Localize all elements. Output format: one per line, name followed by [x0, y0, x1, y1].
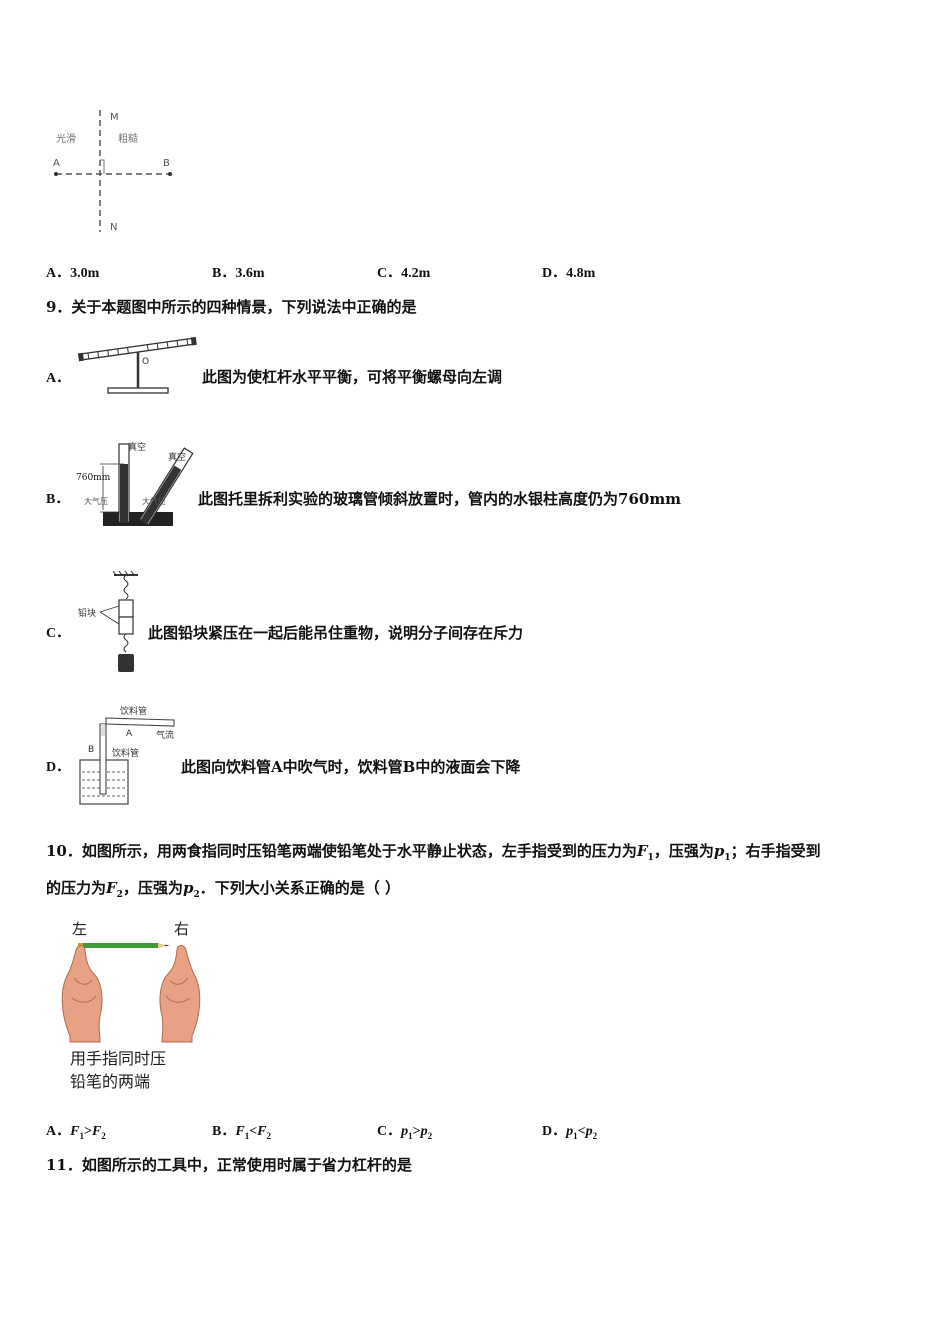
q10-fig-right-label: 右 [174, 920, 189, 938]
q10-option-c-lhs-sub: 1 [408, 1130, 413, 1141]
q10-option-d-rhs: p [585, 1124, 593, 1139]
q10-option-a-lhs: F [70, 1124, 80, 1139]
fig9d-airflow-label: 气流 [156, 729, 174, 741]
q10-option-b-op: < [249, 1124, 258, 1139]
fig8-label-m: M [110, 112, 119, 123]
q10-p1-sub: 1 [724, 853, 731, 863]
fig8-label-smooth: 光滑 [56, 132, 76, 145]
q10-option-c-rhs: p [420, 1124, 428, 1139]
q10-f2-sub: 2 [116, 890, 123, 900]
fig9b-vacuum-right: 真空 [168, 451, 186, 463]
q10-option-a-rhs: F [91, 1124, 102, 1139]
q10-option-c-lhs: p [401, 1124, 409, 1139]
q10-f1: F [636, 842, 648, 860]
fig9c-lead-label: 铅块 [78, 607, 96, 619]
q10-fig-caption-1: 用手指同时压 [70, 1049, 166, 1068]
fig9b-atm-right: 大气压 [142, 496, 166, 506]
fig9d-tube-b-label: B [88, 745, 94, 755]
q9-option-d-label: D． [46, 760, 71, 775]
q9-straw-figure: 饮料管 A 气流 B 饮料管 [79, 705, 175, 805]
q10-option-b-rhs-sub: 2 [266, 1130, 272, 1141]
q10-option-a-rhs-sub: 2 [101, 1130, 106, 1141]
q11-stem: 11．如图所示的工具中，正常使用时属于省力杠杆的是 [46, 1156, 412, 1174]
q9-option-b-text: 此图托里拆利实验的玻璃管倾斜放置时，管内的水银柱高度仍为760mm [198, 490, 682, 508]
q10-f2: F [106, 879, 117, 897]
q10-option-b-lhs: F [235, 1124, 245, 1139]
q10-line2-mid: ，压强为 [122, 879, 183, 897]
q9-option-c-text: 此图铅块紧压在一起后能吊住重物，说明分子间存在斥力 [148, 624, 524, 642]
q10-fig-caption-2: 铅笔的两端 [70, 1072, 150, 1091]
q10-f1-sub: 1 [647, 853, 654, 863]
q10-line2-pre: 的压力为 [46, 879, 107, 897]
q10-pencil-figure: 左 右 用手指同时压 铅笔的两端 [61, 920, 201, 1091]
q10-option-b-lhs-sub: 1 [244, 1130, 250, 1141]
fig9d-tube-top-label: 饮料管 [120, 705, 147, 717]
fig9b-vacuum-left: 真空 [128, 441, 146, 453]
q10-option-a-lhs-sub: 1 [79, 1130, 84, 1141]
fig9a-pivot-label: O [142, 357, 149, 367]
q8-option-b: B．3.6m [212, 266, 265, 281]
q10-line1-post: ；右手指受到 [730, 842, 821, 860]
fig8-label-n: N [110, 222, 117, 233]
q9-option-a-label: A． [46, 371, 71, 386]
q8-option-c: C．4.2m [377, 266, 431, 281]
q10-p1: p [713, 842, 725, 860]
q10-stem-line2: 的压力为F2，压强为p2．下列大小关系正确的是（ ） [46, 877, 400, 900]
q10-option-a: A．F1>F2 [46, 1120, 106, 1141]
q9-option-d-text: 此图向饮料管A中吹气时，饮料管B中的液面会下降 [181, 758, 521, 776]
fig9d-tube-a-label: A [126, 729, 133, 739]
q10-option-d-lhs: p [566, 1124, 574, 1139]
q10-option-d: D．p1<p2 [542, 1120, 597, 1141]
q10-option-c-rhs-sub: 2 [427, 1130, 433, 1141]
fig8-label-rough: 粗糙 [118, 132, 138, 145]
fig9b-atm-left: 大气压 [84, 496, 108, 506]
q9-option-a-text: 此图为使杠杆水平平衡，可将平衡螺母向左调 [202, 368, 503, 386]
q9-lead-blocks-figure: 铅块 [78, 570, 138, 672]
q10-p2: p [182, 879, 194, 897]
q10-option-b-rhs: F [257, 1124, 267, 1139]
q10-fig-left-label: 左 [72, 920, 87, 938]
q9-lever-figure: O [77, 336, 197, 394]
q10-option-a-label: A． [46, 1124, 71, 1139]
q9-option-c-label: C． [46, 626, 71, 641]
q10-option-c-label: C． [377, 1124, 402, 1139]
q9-option-b-label: B． [46, 492, 70, 507]
fig9b-height-label: 760mm [76, 473, 111, 483]
q10-line1-mid: ，压强为 [653, 842, 714, 860]
q10-stem-line1: 10．如图所示，用两食指同时压铅笔两端使铅笔处于水平静止状态，左手指受到的压力为… [46, 840, 821, 863]
q9-stem: 9．关于本题图中所示的四种情景，下列说法中正确的是 [46, 298, 417, 316]
fig8-label-b: B [163, 158, 170, 169]
q8-figure: M N A B 光滑 粗糙 [53, 110, 172, 233]
q8-option-d: D．4.8m [542, 266, 596, 281]
q8-option-a: A．3.0m [46, 266, 100, 281]
q10-p2-sub: 2 [193, 890, 200, 900]
fig8-label-a: A [53, 158, 60, 169]
q10-option-d-rhs-sub: 2 [592, 1130, 598, 1141]
q10-option-b: B．F1<F2 [212, 1120, 271, 1141]
fig9d-tube-side-label: 饮料管 [112, 747, 139, 759]
q10-option-d-label: D． [542, 1124, 567, 1139]
q10-option-c: C．p1>p2 [377, 1120, 432, 1141]
q10-option-b-label: B． [212, 1124, 236, 1139]
q10-option-c-op: > [412, 1124, 421, 1139]
q9-torricelli-figure: 真空 真空 760mm 大气压 大气压 [76, 441, 194, 526]
q10-line2-post: ．下列大小关系正确的是（ ） [199, 879, 400, 897]
q10-line1-pre: 10．如图所示，用两食指同时压铅笔两端使铅笔处于水平静止状态，左手指受到的压力为 [46, 842, 637, 860]
q10-option-a-op: > [83, 1124, 92, 1139]
q10-option-d-lhs-sub: 1 [573, 1130, 578, 1141]
q10-option-d-op: < [577, 1124, 586, 1139]
